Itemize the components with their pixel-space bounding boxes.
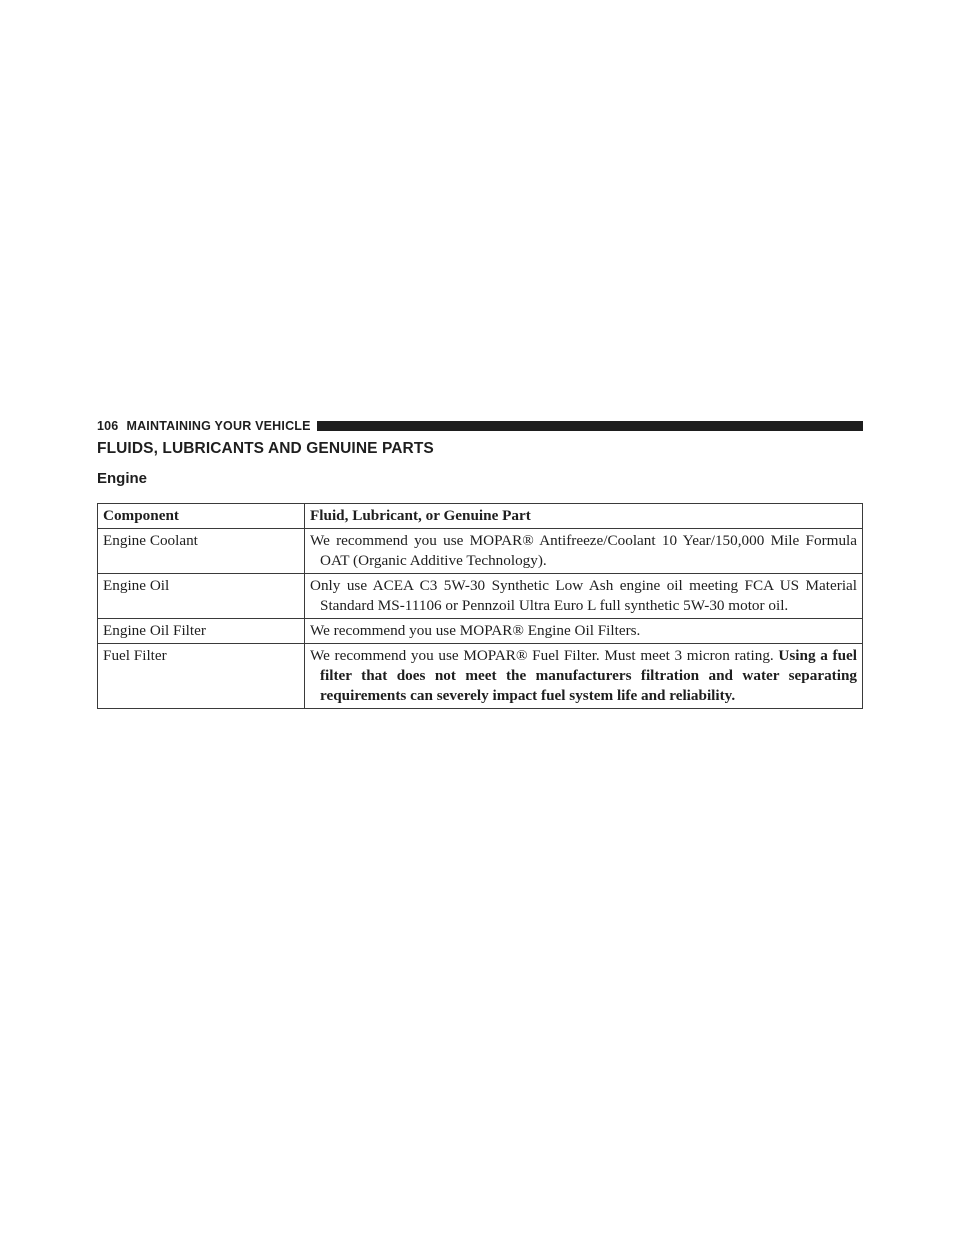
component-cell: Engine Coolant bbox=[97, 528, 305, 574]
section-title: MAINTAINING YOUR VEHICLE bbox=[126, 419, 311, 433]
table-header-row: Component Fluid, Lubricant, or Genuine P… bbox=[97, 503, 863, 529]
component-cell: Fuel Filter bbox=[97, 643, 305, 709]
page-number: 106 bbox=[97, 419, 119, 433]
fluids-table: Component Fluid, Lubricant, or Genuine P… bbox=[97, 503, 863, 709]
description-cell: We recommend you use MOPAR® Antifreeze/C… bbox=[304, 528, 863, 574]
section-subtitle: Engine bbox=[97, 470, 148, 487]
description-text: We recommend you use MOPAR® Fuel Filter.… bbox=[310, 647, 774, 664]
column-header-fluid: Fluid, Lubricant, or Genuine Part bbox=[304, 503, 863, 529]
component-cell: Engine Oil bbox=[97, 573, 305, 619]
warning-text: Using a fuel filter that does not meet t… bbox=[320, 647, 857, 704]
column-header-component: Component bbox=[97, 503, 305, 529]
component-cell: Engine Oil Filter bbox=[97, 618, 305, 644]
description-cell: We recommend you use MOPAR® Engine Oil F… bbox=[304, 618, 863, 644]
table-row: Engine Oil Only use ACEA C3 5W-30 Synthe… bbox=[97, 573, 863, 619]
table-row: Engine Coolant We recommend you use MOPA… bbox=[97, 528, 863, 574]
description-text: We recommend you use MOPAR® Engine Oil F… bbox=[310, 622, 641, 639]
header-rule bbox=[316, 421, 863, 431]
page-header: 106 MAINTAINING YOUR VEHICLE bbox=[97, 418, 863, 434]
page-title: FLUIDS, LUBRICANTS AND GENUINE PARTS bbox=[97, 440, 434, 457]
description-text: Only use ACEA C3 5W-30 Synthetic Low Ash… bbox=[310, 577, 857, 614]
table-row: Engine Oil Filter We recommend you use M… bbox=[97, 618, 863, 644]
description-cell: We recommend you use MOPAR® Fuel Filter.… bbox=[304, 643, 863, 709]
description-cell: Only use ACEA C3 5W-30 Synthetic Low Ash… bbox=[304, 573, 863, 619]
table-row: Fuel Filter We recommend you use MOPAR® … bbox=[97, 643, 863, 709]
description-text: We recommend you use MOPAR® Antifreeze/C… bbox=[310, 532, 857, 569]
